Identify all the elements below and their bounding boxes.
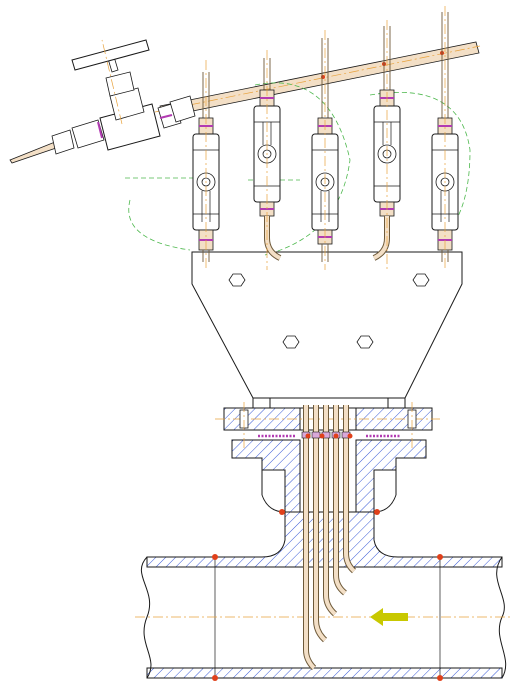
- probe-tubes: [301, 405, 357, 671]
- needle-valve: [9, 39, 196, 164]
- flow-arrow: [370, 608, 408, 626]
- mounting-plate: [191, 251, 463, 408]
- hex-bolt: [228, 273, 430, 349]
- main-pipe: [135, 511, 510, 679]
- valve-block: [192, 12, 459, 262]
- weld-markers: [212, 433, 443, 681]
- stem-centerlines: [205, 6, 446, 270]
- manifold-header: [154, 41, 481, 118]
- flange: [215, 402, 440, 448]
